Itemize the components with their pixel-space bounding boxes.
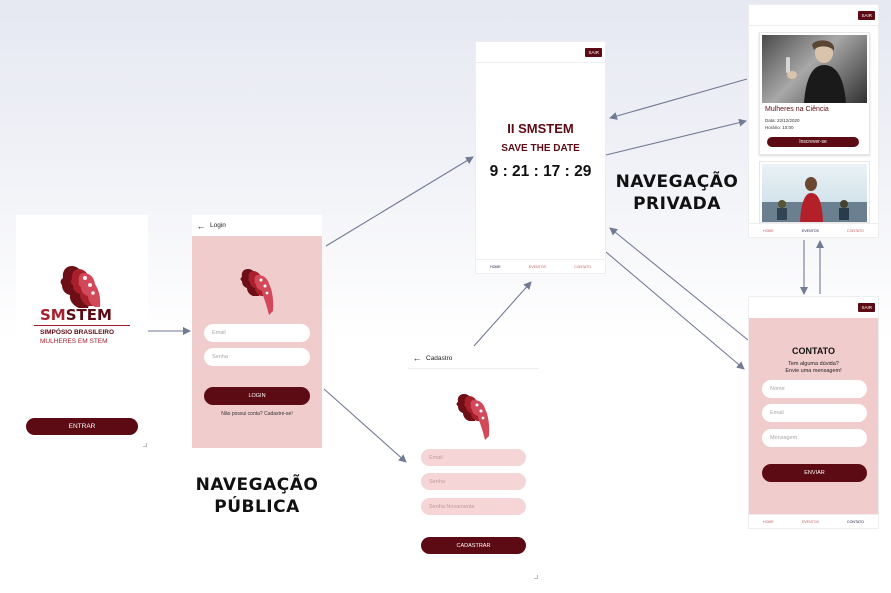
- login-appbar: ← Login: [192, 215, 322, 236]
- private-label-line2: PRIVADA: [633, 194, 721, 214]
- public-label-line1: NAVEGAÇÃO: [195, 475, 319, 495]
- register-button[interactable]: CADASTRAR: [421, 537, 526, 554]
- email-field[interactable]: Email: [421, 449, 526, 466]
- home-header: SAIR: [476, 42, 605, 63]
- register-title: Cadastro: [426, 354, 453, 362]
- nav-home[interactable]: HOME: [490, 264, 501, 269]
- public-label-line2: PÚBLICA: [214, 497, 300, 517]
- email-field[interactable]: Email: [762, 404, 867, 422]
- nav-events[interactable]: EVENTOS: [528, 264, 546, 269]
- logout-button[interactable]: SAIR: [858, 11, 875, 20]
- nav-events[interactable]: EVENTOS: [801, 228, 819, 233]
- event-time: Horário: 10:00: [765, 125, 794, 130]
- login-title: Login: [210, 222, 226, 229]
- register-appbar: ← Cadastro: [408, 348, 539, 369]
- arrow-events-to-home: [609, 78, 748, 120]
- public-navigation-label: NAVEGAÇÃO PÚBLICA: [186, 474, 328, 518]
- arrow-home-to-contact: [605, 251, 745, 370]
- smstem-logo: SMSTEM SIMPÓSIO BRASILEIRO MULHERES EM S…: [34, 263, 130, 353]
- private-navigation-label: NAVEGAÇÃO PRIVADA: [606, 171, 748, 215]
- event-card: Mulheres na Ciência Data: 22/12/2020 Hor…: [759, 32, 870, 155]
- subscribe-button[interactable]: Inscrever-se: [767, 137, 859, 147]
- name-field[interactable]: Nome: [762, 380, 867, 398]
- events-screen: SAIR Mulheres na Ciência Data: 22/12/202…: [748, 4, 879, 238]
- nav-home[interactable]: HOME: [763, 228, 774, 233]
- logo-subtitle-1: SIMPÓSIO BRASILEIRO: [40, 329, 115, 336]
- splash-screen: SMSTEM SIMPÓSIO BRASILEIRO MULHERES EM S…: [16, 215, 148, 448]
- logo-stem-text: STEM: [65, 306, 112, 324]
- event-photo-2: [762, 164, 867, 222]
- events-header: SAIR: [749, 5, 878, 26]
- nav-contact[interactable]: CONTATO: [846, 519, 864, 524]
- save-the-date: SAVE THE DATE: [501, 143, 580, 154]
- nav-home[interactable]: HOME: [763, 519, 774, 524]
- women-silhouette-icon: [450, 392, 496, 449]
- contact-title: CONTATO: [792, 346, 835, 356]
- password-field[interactable]: Senha: [421, 473, 526, 490]
- email-field[interactable]: Email: [204, 324, 310, 342]
- arrow-contact-to-home: [609, 227, 749, 341]
- password-repeat-field[interactable]: Senha Novamente: [421, 498, 526, 515]
- event-card-2: [759, 161, 870, 223]
- bottom-nav: HOME EVENTOS CONTATO: [476, 259, 605, 273]
- contact-screen: SAIR CONTATO Tem alguma dúvida? Envie um…: [748, 296, 879, 529]
- arrow-home-to-events: [605, 118, 747, 156]
- login-screen: ← Login Email Senha LOGIN Não possui con…: [192, 215, 322, 448]
- contact-subtitle-1: Tem alguma dúvida?: [788, 361, 839, 367]
- event-photo: [762, 35, 867, 103]
- logout-button[interactable]: SAIR: [858, 303, 875, 312]
- nav-contact[interactable]: CONTATO: [573, 264, 591, 269]
- private-label-line1: NAVEGAÇÃO: [615, 172, 739, 192]
- countdown-timer: 9 : 21 : 17 : 29: [489, 163, 592, 180]
- bottom-nav: HOME EVENTOS CONTATO: [749, 514, 878, 528]
- arrow-register-to-home: [473, 281, 532, 347]
- signup-link[interactable]: Não possui conta? Cadastre-se!: [221, 411, 293, 417]
- contact-body: CONTATO Tem alguma dúvida? Envie uma men…: [749, 318, 878, 514]
- back-arrow-icon[interactable]: ←: [196, 220, 206, 231]
- event-date: Data: 22/12/2020: [765, 118, 800, 123]
- event-title: Mulheres na Ciência: [765, 106, 829, 113]
- logout-button[interactable]: SAIR: [585, 48, 602, 57]
- women-silhouette-icon: [234, 267, 280, 324]
- password-field[interactable]: Senha: [204, 348, 310, 366]
- bottom-nav: HOME EVENTOS CONTATO: [749, 223, 878, 237]
- enter-button[interactable]: ENTRAR: [26, 418, 138, 435]
- women-silhouette-icon: [60, 266, 101, 308]
- contact-subtitle-2: Envie uma mensagem!: [785, 368, 842, 374]
- send-button[interactable]: ENVIAR: [762, 464, 867, 482]
- logo-sm-text: SM: [40, 306, 66, 324]
- event-headline: II SMSTEM: [507, 121, 574, 136]
- arrow-login-to-register: [323, 388, 407, 463]
- home-screen: SAIR II SMSTEM SAVE THE DATE 9 : 21 : 17…: [475, 41, 606, 274]
- message-field[interactable]: Mensagem: [762, 429, 867, 447]
- nav-events[interactable]: EVENTOS: [801, 519, 819, 524]
- logo-subtitle-2: MULHERES EM STEM: [40, 338, 108, 345]
- back-arrow-icon[interactable]: ←: [412, 353, 422, 363]
- nav-contact[interactable]: CONTATO: [846, 228, 864, 233]
- contact-header: SAIR: [749, 297, 878, 318]
- arrow-login-to-home: [325, 156, 474, 247]
- login-button[interactable]: LOGIN: [204, 387, 310, 405]
- register-screen: ← Cadastro Email Senha Senha Novamente C…: [408, 348, 539, 580]
